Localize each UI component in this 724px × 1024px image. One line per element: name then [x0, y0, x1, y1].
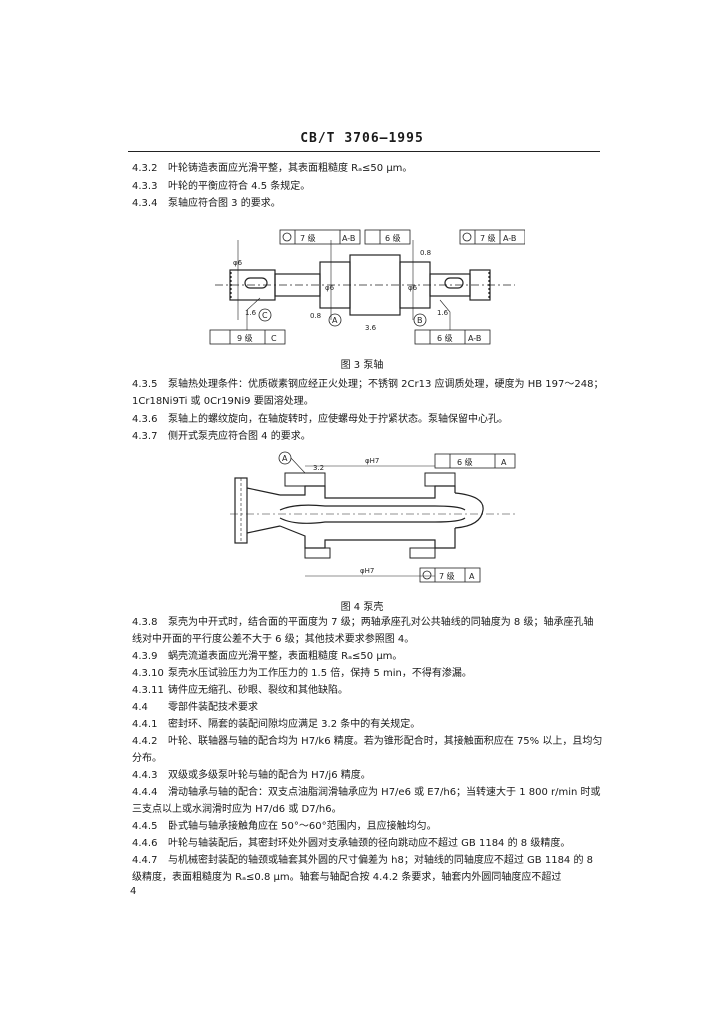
clause-4-3-8: 4.3.8 泵壳为中开式时，结合面的平面度为 7 级；两轴承座孔对公共轴线的同轴度… [132, 614, 602, 632]
clause-number: 4.3.8 [132, 617, 158, 628]
clause-4-4-3: 4.4.3 双级或多级泵叶轮与轴的配合为 H7/j6 精度。 [132, 767, 602, 785]
clause-number: 4.4.7 [132, 855, 158, 866]
clause-number: 4.4.3 [132, 770, 158, 781]
clause-4-3-5-cont: 1Cr18Ni9Ti 或 0Cr19Ni9 要固溶处理。 [132, 393, 602, 411]
clause-4-4-5: 4.4.5 卧式轴与轴承接触角应在 50°～60°范围内，且应接触均匀。 [132, 818, 602, 836]
tolerance-label: 6 级 [385, 233, 401, 243]
tolerance-label: 6 级 [437, 333, 453, 343]
tolerance-datum: C [271, 334, 277, 343]
clause-4-3-7: 4.3.7 侧开式泵壳应符合图 4 的要求。 [132, 428, 602, 446]
header-rule [128, 151, 600, 152]
clause-4-4-2-cont: 分布。 [132, 750, 602, 768]
dimension-label: 0.8 [310, 312, 321, 320]
clause-number: 4.3.7 [132, 431, 158, 442]
clause-number: 4.4.4 [132, 787, 158, 798]
tolerance-datum: A-B [342, 234, 355, 243]
tolerance-datum: A-B [503, 234, 516, 243]
datum-letter: C [262, 311, 268, 320]
clause-4-4-7-cont: 级精度，表面粗糙度为 Rₐ≤0.8 μm。轴套与轴配合按 4.4.2 条要求，轴… [132, 869, 602, 887]
clause-4-3-10: 4.3.10 泵壳水压试验压力为工作压力的 1.5 倍，保持 5 min，不得有渗… [132, 665, 602, 683]
figure-3-caption: 图 3 泵轴 [340, 360, 384, 371]
clause-number: 4.3.4 [132, 198, 158, 209]
clause-number: 4.3.9 [132, 651, 158, 662]
clause-4-4-7: 4.4.7 与机械密封装配的轴颈或轴套其外圆的尺寸偏差为 h8；对轴线的同轴度应不… [132, 852, 602, 870]
clause-4-3-6: 4.3.6 泵轴上的螺纹旋向，在轴旋转时，应使螺母处于拧紧状态。泵轴保留中心孔。 [132, 411, 602, 429]
clause-text: 蜗壳流道表面应光滑平整，表面粗糙度 Rₐ≤50 μm。 [168, 651, 403, 662]
clause-number: 4.4.2 [132, 736, 158, 747]
clause-text: 密封环、隔套的装配间隙均应满足 3.2 条中的有关规定。 [168, 719, 421, 730]
figure-3-pump-shaft: 7 级 A-B 6 级 7 级 A-B 9 级 C 6 级 A-B A B C … [209, 229, 525, 345]
clause-4-4-4: 4.4.4 滑动轴承与轴的配合：双支点油脂润滑轴承应为 H7/e6 或 E7/h6… [132, 784, 602, 802]
clause-text: 1Cr18Ni9Ti 或 0Cr19Ni9 要固溶处理。 [132, 396, 314, 407]
dimension-label: φ6 [408, 284, 418, 292]
clause-number: 4.3.10 [132, 668, 164, 679]
page-number: 4 [130, 886, 137, 897]
section-4-4-heading: 4.4 零部件装配技术要求 [132, 699, 602, 717]
clause-number: 4.3.6 [132, 414, 158, 425]
clause-text: 双级或多级泵叶轮与轴的配合为 H7/j6 精度。 [168, 770, 371, 781]
clause-text: 卧式轴与轴承接触角应在 50°～60°范围内，且应接触均匀。 [168, 821, 437, 832]
clause-text: 叶轮的平衡应符合 4.5 条规定。 [168, 181, 311, 192]
dimension-label: φ6 [233, 259, 243, 267]
clause-text: 泵壳水压试验压力为工作压力的 1.5 倍，保持 5 min，不得有渗漏。 [168, 668, 472, 679]
dimension-label: 1.6 [245, 309, 257, 317]
clause-number: 4.4.5 [132, 821, 158, 832]
dimension-label: φH7 [360, 567, 374, 575]
clause-4-4-4-cont: 三支点以上或水润滑时应为 H7/d6 或 D7/h6。 [132, 801, 602, 819]
datum-letter: A [332, 316, 338, 325]
figure-4-caption: 图 4 泵壳 [340, 602, 384, 613]
clause-number: 4.3.5 [132, 379, 158, 390]
clause-text: 叶轮、联轴器与轴的配合均为 H7/k6 精度。若为锥形配合时，其接触面积应在 7… [168, 736, 603, 747]
dimension-label: φH7 [365, 457, 379, 465]
dimension-label: 3.6 [365, 324, 377, 332]
clause-text: 线对中开面的平行度公差不大于 6 级；其他技术要求参照图 4。 [132, 634, 415, 645]
clause-text: 泵轴上的螺纹旋向，在轴旋转时，应使螺母处于拧紧状态。泵轴保留中心孔。 [168, 414, 508, 425]
tolerance-datum: A [501, 458, 507, 467]
dimension-label: 0.8 [420, 249, 431, 257]
clause-4-4-6: 4.4.6 叶轮与轴装配后，其密封环处外圆对支承轴颈的径向跳动应不超过 GB 11… [132, 835, 602, 853]
clause-4-3-9: 4.3.9 蜗壳流道表面应光滑平整，表面粗糙度 Rₐ≤50 μm。 [132, 648, 602, 666]
clause-4-4-2: 4.4.2 叶轮、联轴器与轴的配合均为 H7/k6 精度。若为锥形配合时，其接触面… [132, 733, 602, 751]
clause-number: 4.4.6 [132, 838, 158, 849]
clause-text: 泵轴热处理条件：优质碳素钢应经正火处理；不锈钢 2Cr13 应调质处理，硬度为 … [168, 379, 604, 390]
clause-text: 泵壳为中开式时，结合面的平面度为 7 级；两轴承座孔对公共轴线的同轴度为 8 级… [168, 617, 594, 628]
clause-4-4-1: 4.4.1 密封环、隔套的装配间隙均应满足 3.2 条中的有关规定。 [132, 716, 602, 734]
tolerance-label: 9 级 [237, 333, 253, 343]
tolerance-datum: A [469, 572, 475, 581]
tolerance-label: 7 级 [300, 233, 316, 243]
dimension-label: 1.6 [437, 309, 449, 317]
dimension-label: φ6 [325, 284, 335, 292]
clause-text: 泵轴应符合图 3 的要求。 [168, 198, 281, 209]
clause-4-3-5: 4.3.5 泵轴热处理条件：优质碳素钢应经正火处理；不锈钢 2Cr13 应调质处理… [132, 376, 604, 394]
tolerance-label: 7 级 [480, 233, 496, 243]
clause-number: 4.4 [132, 702, 148, 713]
clause-4-3-4: 4.3.4 泵轴应符合图 3 的要求。 [132, 195, 602, 213]
clause-text: 叶轮与轴装配后，其密封环处外圆对支承轴颈的径向跳动应不超过 GB 1184 的 … [168, 838, 571, 849]
section-title: 零部件装配技术要求 [168, 702, 258, 713]
clause-text: 与机械密封装配的轴颈或轴套其外圆的尺寸偏差为 h8；对轴线的同轴度应不超过 GB… [168, 855, 594, 866]
clause-4-3-11: 4.3.11 铸件应无缩孔、砂眼、裂纹和其他缺陷。 [132, 682, 602, 700]
clause-4-3-2: 4.3.2 叶轮铸造表面应光滑平整，其表面粗糙度 Rₐ≤50 μm。 [132, 160, 602, 178]
tolerance-datum: A-B [468, 334, 481, 343]
tolerance-label: 6 级 [457, 457, 473, 467]
clause-4-3-8-cont: 线对中开面的平行度公差不大于 6 级；其他技术要求参照图 4。 [132, 631, 602, 649]
dimension-label: 3.2 [313, 464, 324, 472]
datum-letter: A [282, 454, 288, 463]
clause-number: 4.3.3 [132, 181, 158, 192]
clause-text: 级精度，表面粗糙度为 Rₐ≤0.8 μm。轴套与轴配合按 4.4.2 条要求，轴… [132, 872, 562, 883]
clause-text: 滑动轴承与轴的配合：双支点油脂润滑轴承应为 H7/e6 或 E7/h6；当转速大… [168, 787, 601, 798]
clause-text: 侧开式泵壳应符合图 4 的要求。 [168, 431, 311, 442]
tolerance-label: 7 级 [439, 571, 455, 581]
clause-number: 4.3.2 [132, 163, 158, 174]
datum-letter: B [417, 316, 423, 325]
figure-4-pump-casing: 6 级 A 7 级 A A φH7 φH7 3.2 [230, 451, 516, 583]
clause-text: 分布。 [132, 753, 162, 764]
clause-text: 叶轮铸造表面应光滑平整，其表面粗糙度 Rₐ≤50 μm。 [168, 163, 413, 174]
clause-number: 4.3.11 [132, 685, 164, 696]
clause-4-3-3: 4.3.3 叶轮的平衡应符合 4.5 条规定。 [132, 178, 602, 196]
document-code: CB/T 3706—1995 [300, 131, 424, 146]
clause-number: 4.4.1 [132, 719, 158, 730]
clause-text: 铸件应无缩孔、砂眼、裂纹和其他缺陷。 [168, 685, 348, 696]
clause-text: 三支点以上或水润滑时应为 H7/d6 或 D7/h6。 [132, 804, 342, 815]
